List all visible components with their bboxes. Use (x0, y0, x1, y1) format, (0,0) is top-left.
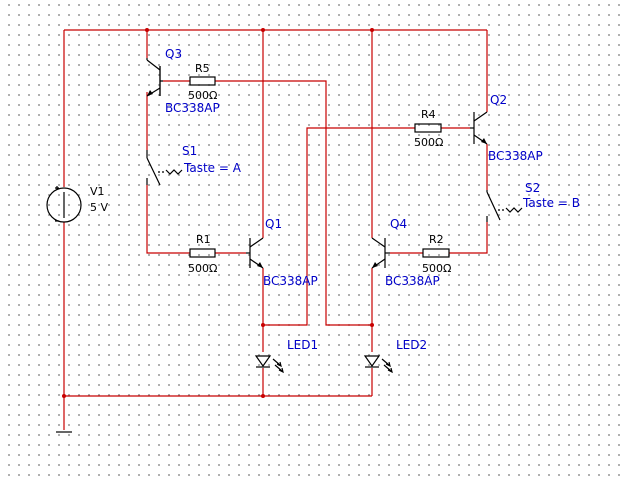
led2-label: LED2 (396, 338, 427, 352)
q1-model: BC338AP (263, 274, 318, 288)
transistor-q2[interactable]: Q2 BC338AP (470, 93, 543, 163)
s1-key: Taste = A (183, 161, 242, 175)
resistor-r5[interactable]: R5 500Ω (188, 62, 217, 102)
q1-label: Q1 (265, 217, 282, 231)
s1-label: S1 (182, 144, 197, 158)
junctions (62, 28, 374, 398)
q4-model: BC338AP (385, 274, 440, 288)
s2-label: S2 (525, 181, 540, 195)
resistor-r1[interactable]: R1 500Ω (188, 233, 217, 275)
switch-s1[interactable]: S1 Taste = A (146, 144, 242, 186)
transistor-q1[interactable]: Q1 BC338AP (246, 217, 318, 288)
wires (63, 29, 488, 430)
r5-value: 500Ω (188, 89, 217, 102)
v1-value: 5 V (90, 201, 108, 214)
r1-label: R1 (196, 233, 211, 246)
v1-label: V1 (90, 185, 105, 198)
led-led2[interactable]: LED2 (363, 338, 427, 374)
q3-label: Q3 (165, 47, 182, 61)
junction-dot (370, 28, 374, 32)
wire-s1-r1[interactable] (146, 185, 190, 254)
junction-dot (62, 394, 66, 398)
r2-value: 500Ω (422, 262, 451, 275)
r5-label: R5 (195, 62, 210, 75)
junction-dot (261, 28, 265, 32)
wire-q1e-r4[interactable] (263, 127, 415, 326)
switch-s2[interactable]: S2 Taste = B (486, 181, 580, 222)
transistor-q4[interactable]: Q4 BC338AP (371, 217, 440, 288)
resistor-r2[interactable]: R2 500Ω (422, 233, 451, 275)
r2-label: R2 (429, 233, 444, 246)
junction-dot (261, 323, 265, 327)
voltage-source-v1[interactable]: V1 5 V (46, 185, 108, 223)
resistor-r4[interactable]: R4 500Ω (414, 108, 443, 149)
q3-model: BC338AP (165, 101, 220, 115)
r4-label: R4 (421, 108, 436, 121)
q4-label: Q4 (390, 217, 407, 231)
wire-r2-s2[interactable] (449, 222, 488, 254)
r4-value: 500Ω (414, 136, 443, 149)
q2-label: Q2 (490, 93, 507, 107)
junction-dot (370, 323, 374, 327)
led1-label: LED1 (287, 338, 318, 352)
r1-value: 500Ω (188, 262, 217, 275)
wire-r5-q4e[interactable] (215, 80, 372, 326)
junction-dot (145, 28, 149, 32)
s2-key: Taste = B (522, 196, 580, 210)
led-led1[interactable]: LED1 (254, 338, 318, 374)
junction-dot (261, 394, 265, 398)
transistor-q3[interactable]: Q3 BC338AP (146, 47, 220, 115)
q2-model: BC338AP (488, 149, 543, 163)
